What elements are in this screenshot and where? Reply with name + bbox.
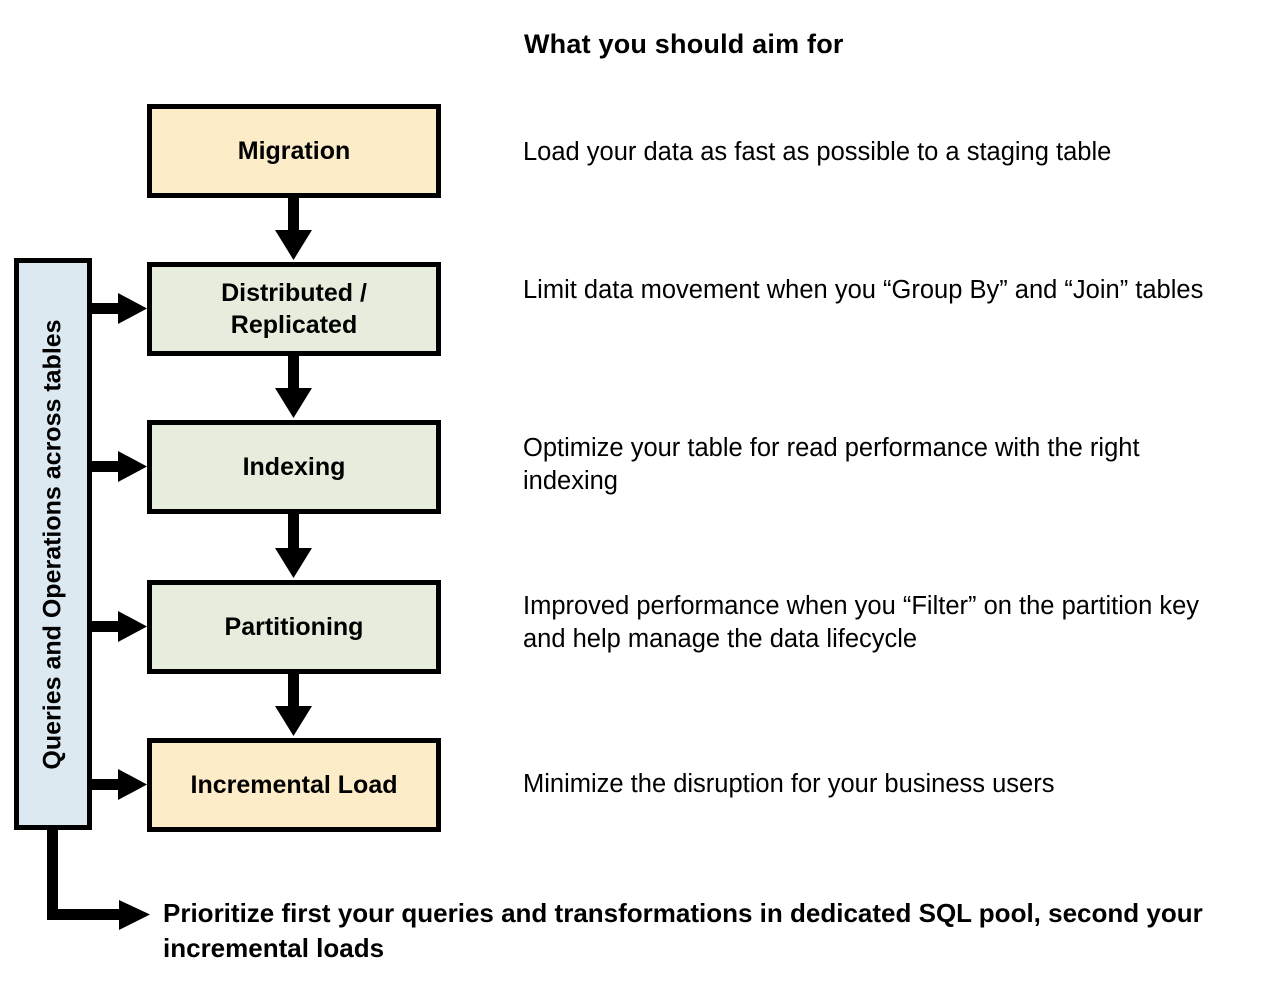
down-arrow-indexing-to-partitioning xyxy=(275,512,312,578)
down-arrow-partitioning-to-incremental xyxy=(275,672,312,736)
stage-box-migration[interactable]: Migration xyxy=(147,104,441,198)
page-title: What you should aim for xyxy=(524,29,844,59)
stage-label-incremental-load: Incremental Load xyxy=(190,771,398,799)
stage-box-incremental-load[interactable]: Incremental Load xyxy=(147,738,441,832)
stage-box-indexing[interactable]: Indexing xyxy=(147,420,441,514)
right-arrow-to-incremental xyxy=(88,769,147,800)
down-arrow-migration-to-distributed xyxy=(275,196,312,260)
stage-box-partitioning[interactable]: Partitioning xyxy=(147,580,441,674)
side-bar-label: Queries and Operations across tables xyxy=(38,318,67,770)
right-arrow-to-partitioning xyxy=(88,611,147,642)
description-incremental-load: Minimize the disruption for your busines… xyxy=(523,770,1055,798)
description-migration: Load your data as fast as possible to a … xyxy=(523,138,1112,166)
stage-label-distributed-replicated: Distributed / Replicated xyxy=(221,279,367,339)
right-arrow-to-distributed xyxy=(88,293,147,324)
description-distributed-replicated: Limit data movement when you “Group By” … xyxy=(523,276,1204,304)
side-bar-queries-and-operations: Queries and Operations across tables xyxy=(14,258,92,830)
stage-label-partitioning: Partitioning xyxy=(224,613,364,641)
elbow-right-arrow-to-bottom-note xyxy=(47,828,150,930)
bottom-note: Prioritize first your queries and transf… xyxy=(163,898,1203,963)
stage-box-distributed-replicated[interactable]: Distributed / Replicated xyxy=(147,262,441,356)
stage-label-migration: Migration xyxy=(237,137,351,165)
right-arrow-to-indexing xyxy=(88,451,147,482)
description-partitioning: Improved performance when you “Filter” o… xyxy=(523,592,1200,653)
down-arrow-distributed-to-indexing xyxy=(275,354,312,418)
description-indexing: Optimize your table for read performance… xyxy=(523,434,1140,495)
stage-label-indexing: Indexing xyxy=(242,453,346,481)
